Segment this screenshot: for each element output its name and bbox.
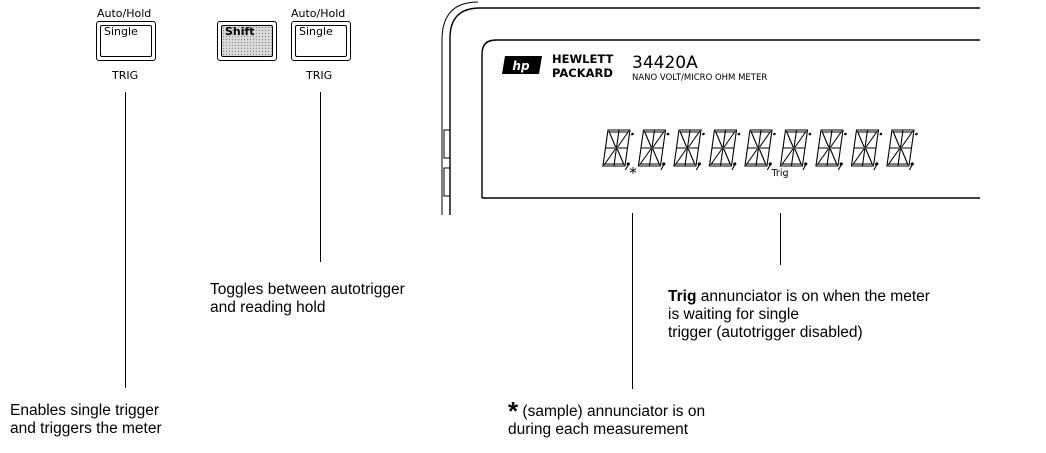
auto-hold-label-left: Auto/Hold	[97, 7, 152, 20]
leader-line-sample	[632, 213, 633, 389]
meter-subtitle: NANO VOLT/MICRO OHM METER	[632, 73, 767, 83]
display-digit	[602, 129, 634, 171]
trig-label-left: TRIG	[112, 69, 139, 82]
toggles-line-2: and reading hold	[210, 299, 326, 316]
enables-line-2: and triggers the meter	[10, 420, 162, 437]
model-number: 34420A	[632, 53, 698, 73]
single-trigger-button-left[interactable]: Single	[96, 21, 156, 61]
hp-logo-glyph: hp	[512, 59, 530, 73]
sample-callout-star: *	[508, 396, 519, 426]
display-digit	[886, 129, 918, 171]
display-digits	[602, 129, 918, 171]
display-digit	[779, 129, 812, 171]
display-digit	[708, 129, 741, 171]
display-digit	[815, 129, 847, 171]
leader-line-enables	[125, 92, 126, 388]
trig-callout-line-2: is waiting for single	[668, 306, 799, 323]
sample-callout-line-2: during each measurement	[508, 421, 689, 438]
leader-line-toggles	[320, 92, 321, 262]
trig-callout: Trig annunciator is on when the meter is…	[668, 288, 930, 342]
single-key-label-right: Single	[295, 25, 347, 57]
toggles-line-1: Toggles between autotrigger	[210, 281, 405, 298]
single-trigger-button-right[interactable]: Single	[291, 21, 351, 61]
display-digit	[850, 129, 883, 171]
display-digit	[673, 129, 705, 171]
display-digit	[744, 129, 776, 171]
trig-callout-line-1: annunciator is on when the meter	[696, 288, 930, 305]
enables-callout: Enables single trigger and triggers the …	[10, 402, 162, 438]
trig-annunciator: Trig	[771, 168, 789, 179]
enables-line-1: Enables single trigger	[10, 402, 160, 419]
hp-logo: hp	[502, 56, 542, 74]
auto-hold-label-right: Auto/Hold	[291, 7, 346, 20]
toggles-callout: Toggles between autotrigger and reading …	[210, 281, 405, 317]
trig-label-right: TRIG	[306, 69, 333, 82]
single-key-label-left: Single	[100, 25, 152, 57]
trig-callout-bold: Trig	[668, 288, 697, 305]
leader-line-trig	[780, 213, 781, 265]
trig-callout-line-3: trigger (autotrigger disabled)	[668, 324, 863, 341]
sample-annunciator: *	[629, 164, 637, 182]
shift-button[interactable]: Shift	[217, 21, 277, 61]
brand-line-2: PACKARD	[552, 66, 613, 80]
sample-callout: * (sample) annunciator is on during each…	[508, 398, 705, 439]
meter-front-panel: hp HEWLETT PACKARD 34420A NANO VOLT/MICR…	[441, 1, 980, 215]
display-digit	[637, 129, 670, 171]
brand-line-1: HEWLETT	[552, 52, 613, 66]
shift-key-label: Shift	[221, 25, 273, 57]
sample-callout-line-1: (sample) annunciator is on	[518, 403, 706, 420]
